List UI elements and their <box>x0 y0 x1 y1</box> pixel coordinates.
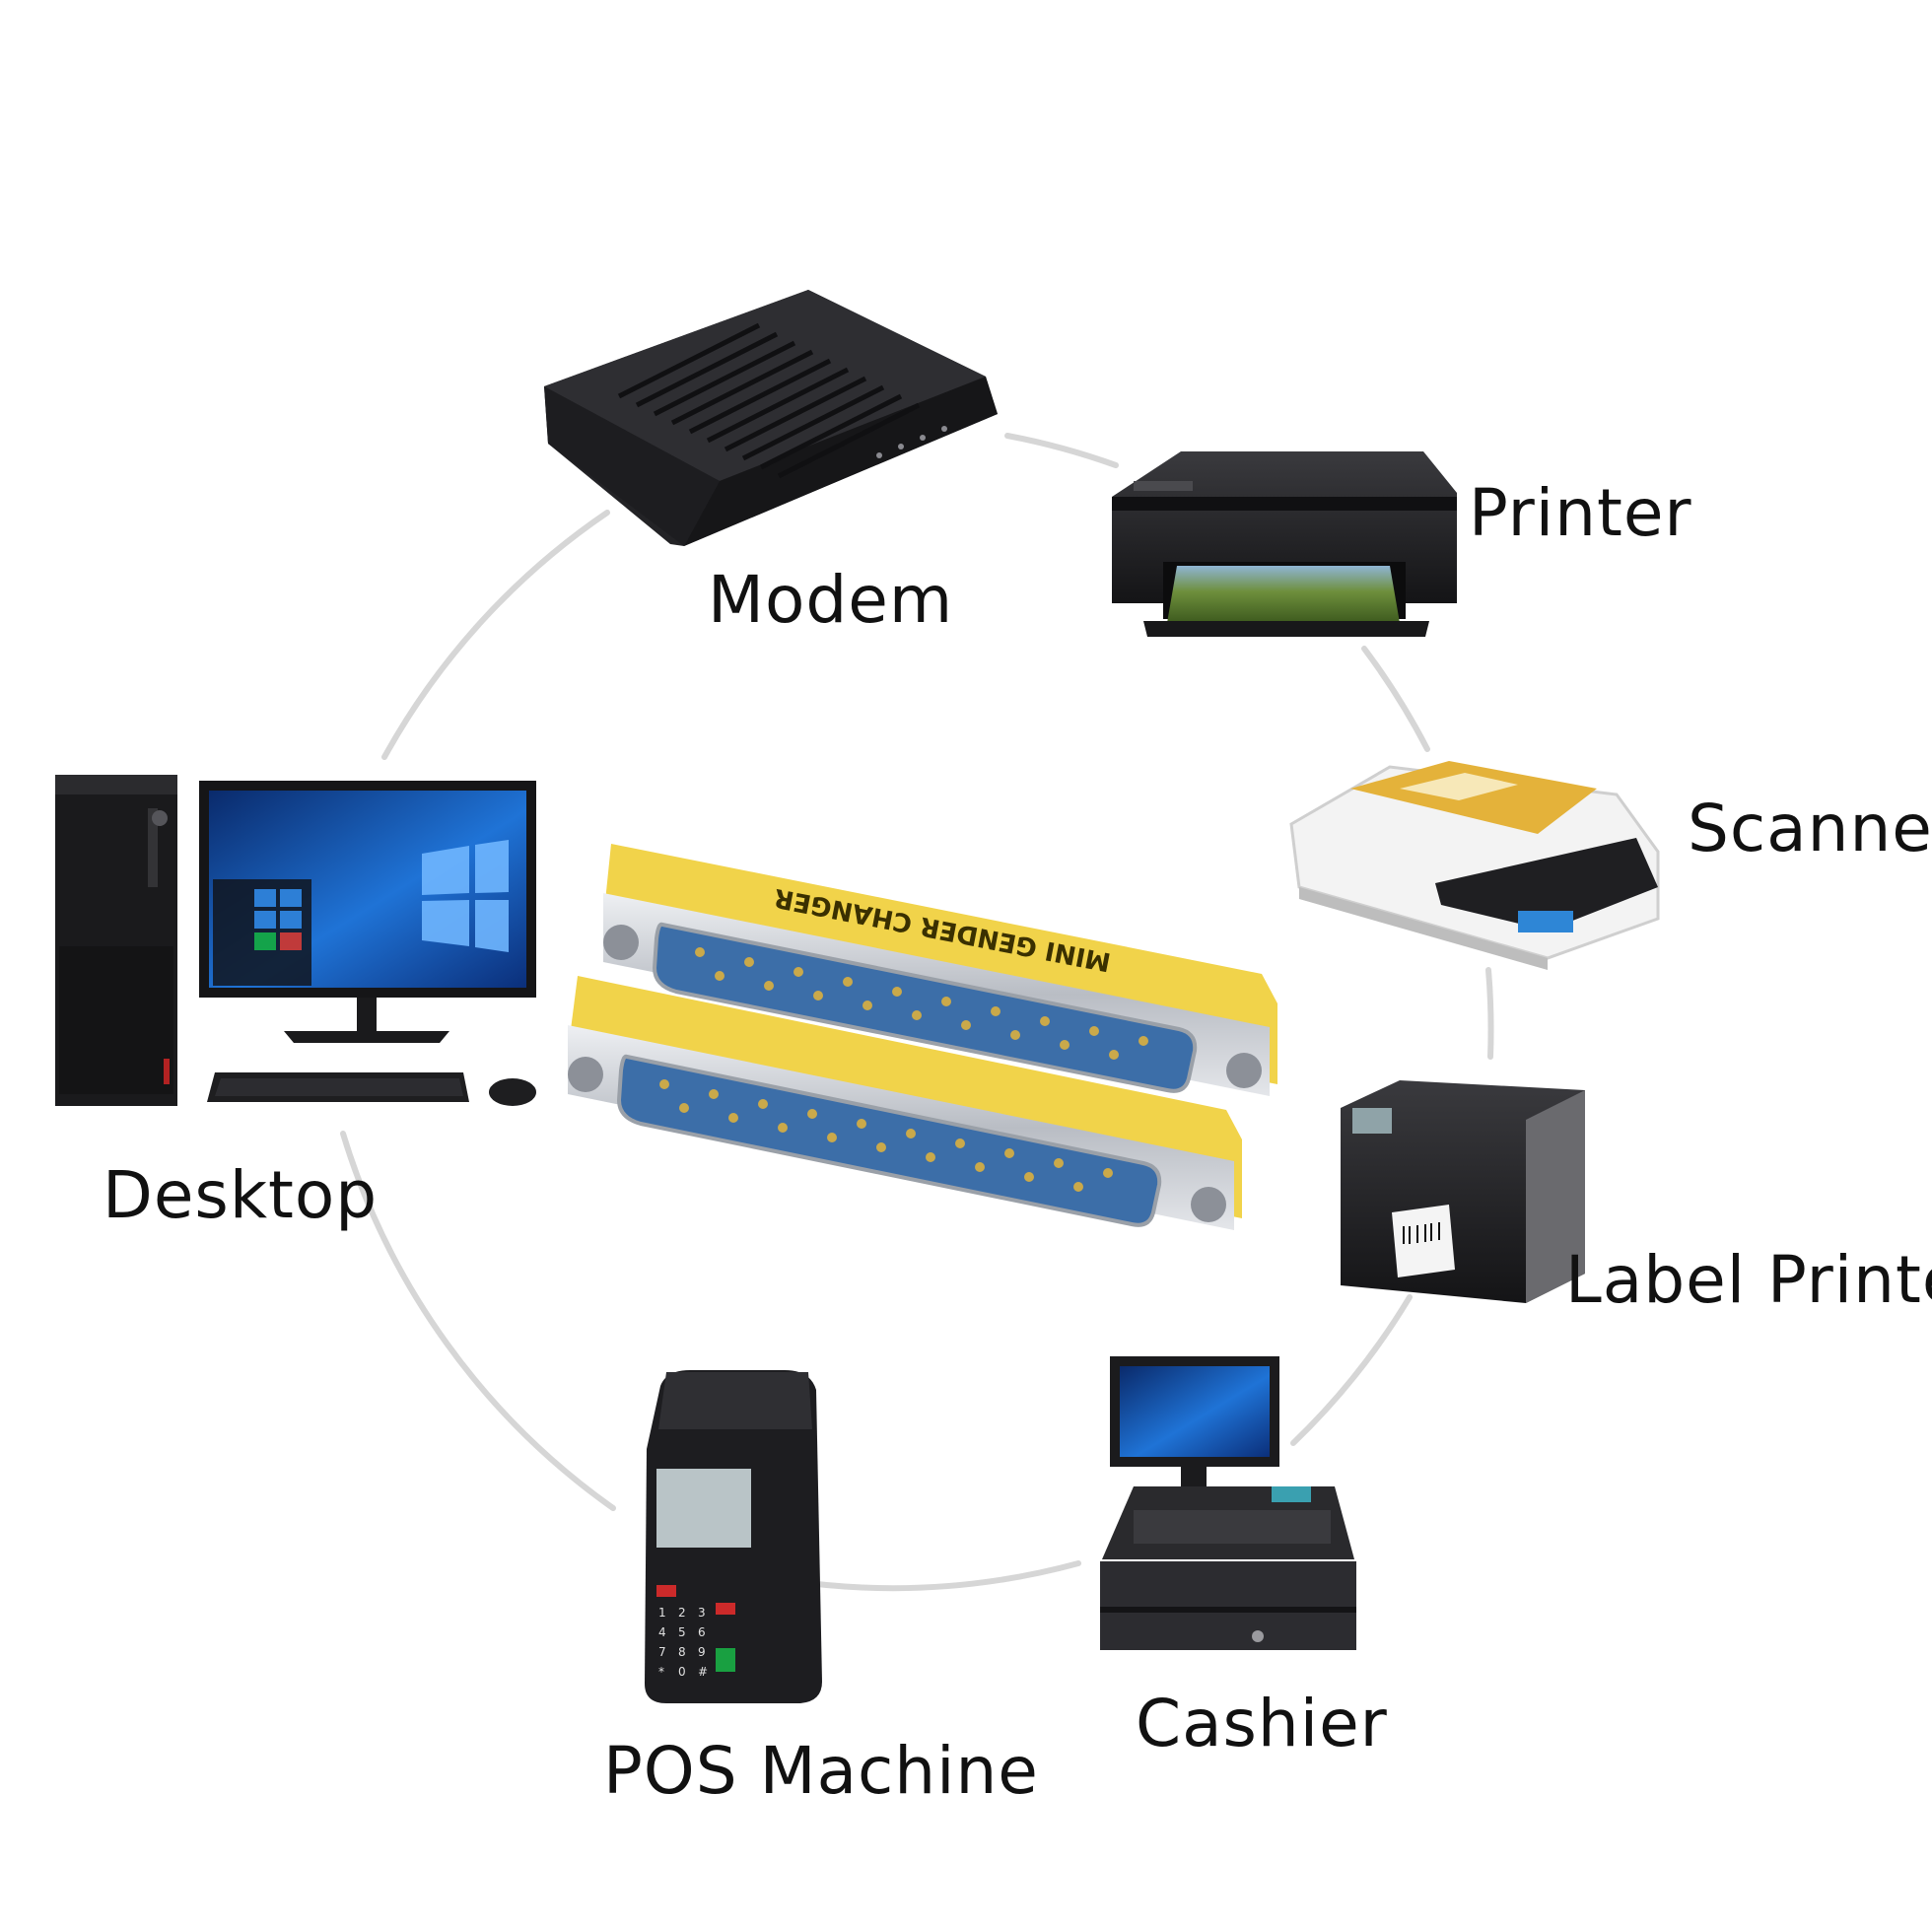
cashier-image <box>1100 1356 1356 1650</box>
pos-key: 1 <box>658 1606 666 1620</box>
pos-key: * <box>658 1665 664 1679</box>
pos-key: 8 <box>678 1645 686 1659</box>
pos-key: 7 <box>658 1645 666 1659</box>
label-printer-image <box>1341 1080 1585 1303</box>
printer-image <box>1112 451 1457 637</box>
modem-label: Modem <box>708 562 954 638</box>
pos-machine-label: POS Machine <box>603 1733 1039 1809</box>
desktop-tower-image <box>55 775 177 1106</box>
pos-key: 6 <box>698 1625 706 1639</box>
pos-key: 2 <box>678 1606 686 1620</box>
modem-image <box>544 290 998 546</box>
pos-key: 5 <box>678 1625 686 1639</box>
desktop-monitor-image <box>199 781 536 1043</box>
keyboard-image <box>207 1072 469 1102</box>
scanner-label: Scanner <box>1688 791 1932 866</box>
pos-keypad: 1 2 3 4 5 6 7 8 9 * 0 # <box>658 1606 708 1679</box>
mouse-image <box>489 1078 536 1106</box>
connection-ring <box>340 433 1494 1592</box>
printer-label: Printer <box>1469 475 1692 551</box>
pos-key: 0 <box>678 1665 686 1679</box>
pos-key: 9 <box>698 1645 706 1659</box>
pos-key: # <box>698 1665 708 1679</box>
gender-changer-adapter-image: MINI GENDER CHANGER <box>568 844 1277 1230</box>
pos-key: 4 <box>658 1625 666 1639</box>
pos-machine-image <box>645 1370 822 1703</box>
label-printer-label: Label Printe <box>1565 1242 1932 1318</box>
cashier-label: Cashier <box>1136 1686 1388 1761</box>
scanner-image <box>1289 761 1660 970</box>
desktop-label: Desktop <box>103 1157 379 1233</box>
pos-key: 3 <box>698 1606 706 1620</box>
